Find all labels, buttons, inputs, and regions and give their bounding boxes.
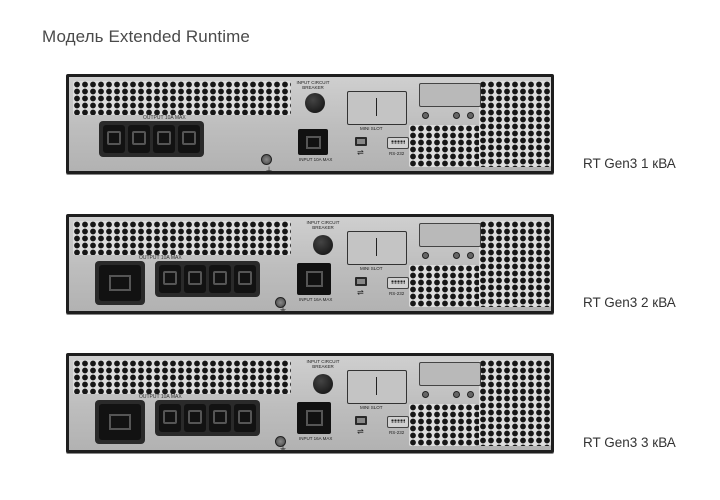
- comm-slot: [419, 83, 481, 107]
- c13-outlet: [184, 265, 206, 293]
- c19-outlet-block: [95, 261, 145, 305]
- usb-port: [355, 137, 367, 146]
- model-row-1kva: OUTPUT 10A MAX INPUT CIRCUIT BREAKER INP…: [0, 74, 720, 174]
- ventilation-grille: [479, 221, 551, 307]
- ventilation-grille: [409, 404, 479, 446]
- circuit-breaker[interactable]: [313, 235, 333, 255]
- usb-icon: ⇌: [357, 148, 364, 157]
- c13-outlet-group: [155, 261, 260, 297]
- screw-icon: [467, 112, 474, 119]
- input-socket: [297, 402, 331, 434]
- ground-screw: [275, 297, 286, 308]
- mini-slot-label: MINI SLOT: [360, 126, 383, 131]
- c13-outlet: [184, 404, 206, 432]
- serial-label: RS-232: [389, 151, 405, 156]
- ventilation-grille: [409, 125, 479, 167]
- serial-port: [387, 137, 409, 149]
- breaker-label: INPUT CIRCUIT BREAKER: [306, 220, 340, 230]
- ups-rear-panel: OUTPUT 10A MAX INPUT CIRCUIT BREAKER INP…: [66, 353, 554, 453]
- c13-outlet: [209, 404, 231, 432]
- model-label: RT Gen3 1 кВА: [583, 156, 676, 171]
- ventilation-grille: [73, 360, 291, 394]
- ventilation-grille: [479, 81, 551, 167]
- serial-label: RS-232: [389, 430, 405, 435]
- c13-outlet: [159, 265, 181, 293]
- screw-icon: [422, 252, 429, 259]
- comm-slot: [419, 223, 481, 247]
- usb-icon: ⇌: [357, 288, 364, 297]
- screw-icon: [453, 112, 460, 119]
- usb-port: [355, 277, 367, 286]
- mini-slot: [347, 370, 407, 404]
- mini-slot-label: MINI SLOT: [360, 266, 383, 271]
- screw-icon: [453, 252, 460, 259]
- mini-slot: [347, 91, 407, 125]
- breaker-label: INPUT CIRCUIT BREAKER: [306, 359, 340, 369]
- c13-outlet: [159, 404, 181, 432]
- ground-screw: [261, 154, 272, 165]
- ground-screw: [275, 436, 286, 447]
- ventilation-grille: [409, 265, 479, 307]
- output-label: OUTPUT 10A MAX: [139, 394, 182, 400]
- c13-outlet: [234, 404, 256, 432]
- serial-port: [387, 416, 409, 428]
- breaker-label: INPUT CIRCUIT BREAKER: [296, 80, 330, 90]
- c13-outlet: [103, 125, 125, 153]
- serial-port: [387, 277, 409, 289]
- c13-outlet: [128, 125, 150, 153]
- c13-outlet: [153, 125, 175, 153]
- model-row-3kva: OUTPUT 10A MAX INPUT CIRCUIT BREAKER INP…: [0, 353, 720, 453]
- ventilation-grille: [479, 360, 551, 446]
- c19-outlet: [99, 265, 141, 301]
- model-label: RT Gen3 2 кВА: [583, 295, 676, 310]
- ups-rear-panel: OUTPUT 10A MAX INPUT CIRCUIT BREAKER INP…: [66, 214, 554, 314]
- screw-icon: [467, 391, 474, 398]
- output-label: OUTPUT 10A MAX: [143, 115, 186, 121]
- usb-port: [355, 416, 367, 425]
- c13-outlet: [178, 125, 200, 153]
- ground-icon: ⏚: [279, 305, 287, 314]
- input-label: INPUT 10A MAX: [299, 157, 333, 162]
- c19-outlet-block: [95, 400, 145, 444]
- c13-outlet: [234, 265, 256, 293]
- mini-slot-label: MINI SLOT: [360, 405, 383, 410]
- comm-slot: [419, 362, 481, 386]
- c19-outlet: [99, 404, 141, 440]
- page-title: Модель Extended Runtime: [42, 27, 250, 46]
- serial-label: RS-232: [389, 291, 405, 296]
- c13-outlet: [209, 265, 231, 293]
- usb-icon: ⇌: [357, 427, 364, 436]
- circuit-breaker[interactable]: [305, 93, 325, 113]
- model-label: RT Gen3 3 кВА: [583, 435, 676, 450]
- ground-icon: ⏚: [279, 444, 287, 453]
- ups-rear-panel: OUTPUT 10A MAX INPUT CIRCUIT BREAKER INP…: [66, 74, 554, 174]
- screw-icon: [467, 252, 474, 259]
- circuit-breaker[interactable]: [313, 374, 333, 394]
- input-label: INPUT 16A MAX: [299, 297, 333, 302]
- input-socket: [298, 129, 328, 155]
- ground-icon: ⏚: [265, 166, 273, 174]
- ventilation-grille: [73, 81, 291, 115]
- model-row-2kva: OUTPUT 10A MAX INPUT CIRCUIT BREAKER INP…: [0, 214, 720, 314]
- c13-outlet-group: [155, 400, 260, 436]
- input-socket: [297, 263, 331, 295]
- input-label: INPUT 16A MAX: [299, 436, 333, 441]
- c13-outlet-group: [99, 121, 204, 157]
- screw-icon: [422, 112, 429, 119]
- screw-icon: [453, 391, 460, 398]
- output-label: OUTPUT 10A MAX: [139, 255, 182, 261]
- ventilation-grille: [73, 221, 291, 255]
- mini-slot: [347, 231, 407, 265]
- screw-icon: [422, 391, 429, 398]
